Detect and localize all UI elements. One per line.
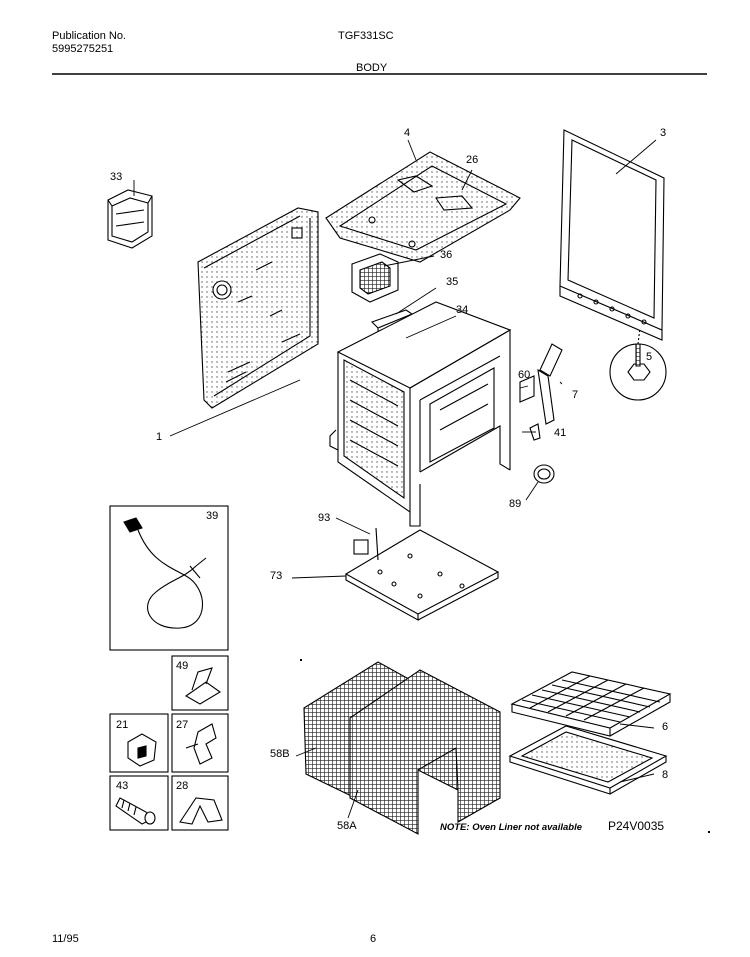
- model-number: TGF331SC: [338, 30, 394, 42]
- callout-34: 34: [456, 304, 469, 316]
- callout-89: 89: [509, 498, 522, 510]
- bracket-part-33: [107, 189, 153, 249]
- figure-code: P24V0035: [608, 819, 665, 833]
- callout-1: 1: [156, 431, 163, 443]
- callout-8: 8: [662, 769, 669, 781]
- side-panel-part-3: [559, 129, 665, 341]
- oven-rack-part-6: [510, 671, 672, 737]
- callout-93: 93: [318, 512, 331, 524]
- handle-part-7: [537, 343, 563, 425]
- callout-49: 49: [176, 660, 189, 672]
- back-panel-part-1: [197, 207, 319, 409]
- part-box-43: [109, 775, 169, 831]
- callout-36: 36: [440, 249, 453, 261]
- part-box-28: [171, 775, 229, 831]
- callout-43: 43: [116, 780, 129, 792]
- leader-lines: [133, 139, 657, 819]
- leveling-leg-part-5: [609, 343, 667, 401]
- bottom-panel-part-73: [344, 529, 500, 621]
- callout-7: 7: [572, 389, 579, 401]
- part-box-21: [109, 713, 169, 773]
- callout-39: 39: [206, 510, 219, 522]
- callout-58A: 58A: [337, 820, 357, 832]
- callout-41: 41: [554, 427, 567, 439]
- callout-28: 28: [176, 780, 189, 792]
- callout-6: 6: [662, 721, 669, 733]
- callout-21: 21: [116, 719, 129, 731]
- callout-5: 5: [646, 351, 653, 363]
- section-title: BODY: [356, 62, 388, 74]
- callout-60: 60: [518, 369, 531, 381]
- insulation-part-58A: [349, 669, 501, 835]
- bracket-part-36: [351, 253, 399, 303]
- switch-part-93: [353, 527, 379, 561]
- publication-label: Publication No.: [52, 30, 126, 42]
- oven-body-frame: [329, 301, 512, 527]
- callout-58B: 58B: [270, 748, 290, 760]
- callout-73: 73: [270, 570, 283, 582]
- broiler-pan-part-8: [508, 725, 668, 795]
- oven-liner-note: NOTE: Oven Liner not available: [440, 822, 583, 833]
- callout-4: 4: [404, 127, 411, 139]
- callout-27: 27: [176, 719, 189, 731]
- bracket-part-60: [519, 375, 535, 403]
- callout-3: 3: [660, 127, 667, 139]
- power-cord-box-part-39: [109, 505, 229, 651]
- top-panel-part-4: [325, 151, 521, 263]
- part-box-27: [171, 713, 229, 773]
- knob-part-89: [533, 464, 555, 484]
- callout-33: 33: [110, 171, 123, 183]
- page-number: 6: [370, 933, 377, 945]
- publication-number: 5995275251: [52, 43, 114, 55]
- callout-26: 26: [466, 154, 479, 166]
- callout-35: 35: [446, 276, 459, 288]
- part-box-49: [171, 655, 229, 711]
- footer-date: 11/95: [52, 933, 79, 945]
